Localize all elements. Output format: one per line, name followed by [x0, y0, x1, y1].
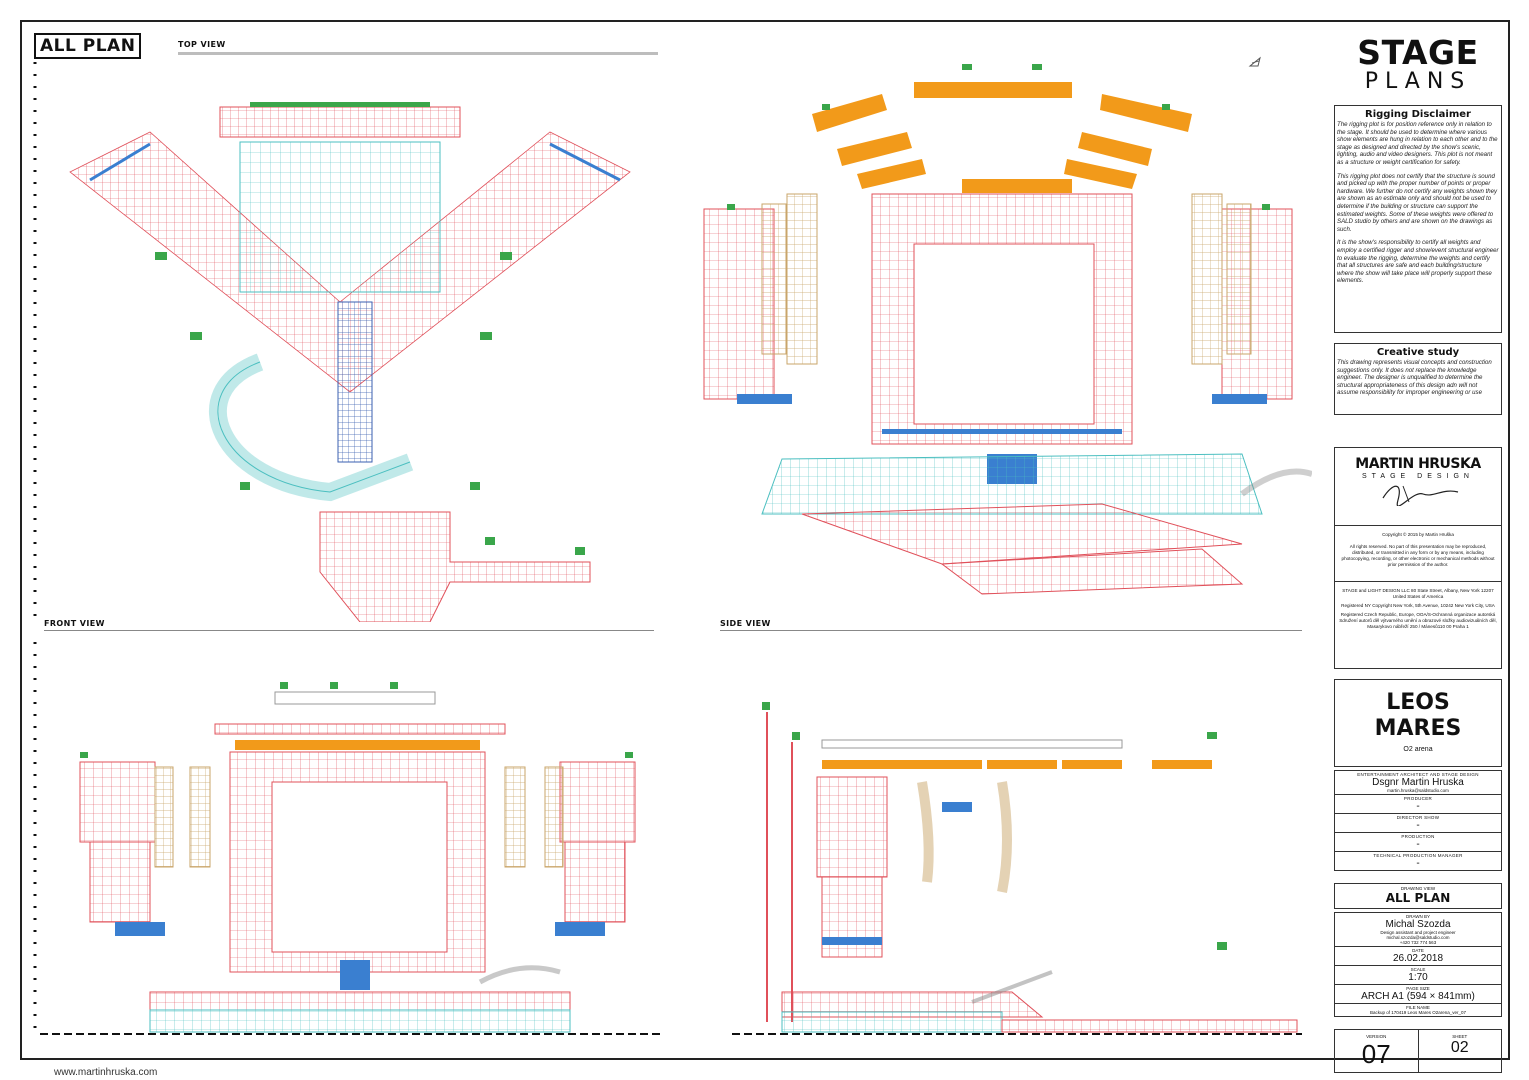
credit-value: - [1416, 858, 1420, 869]
copyright-line: Copyright © 2015 by Martin Hruška [1382, 532, 1454, 537]
drawn-by-key: DRAWN BY [1405, 914, 1431, 919]
creative-study-text: This drawing represents visual concepts … [1337, 359, 1492, 397]
creative-study: Creative study This drawing represents v… [1334, 343, 1502, 415]
drawn-by-role: Design assistant and project engineer [1380, 930, 1456, 935]
rigging-disclaimer-title: Rigging Disclaimer [1365, 109, 1471, 120]
rigging-disclaimer-paragraph-3: It is the show's responsibility to certi… [1337, 239, 1499, 285]
page-title: ALL PLAN [34, 33, 142, 59]
company-address: STAGE and LIGHT DESIGN LLC 80 State Stre… [1342, 588, 1494, 599]
top-view-label: TOP VIEW [178, 40, 226, 49]
project-venue: O2 arena [1403, 746, 1433, 753]
signature-icon [1382, 485, 1459, 507]
file-name-row: FILE NAME Backup of 170419 Leos Mares O2… [1335, 1004, 1501, 1016]
designer-logo-sub: STAGE DESIGN [1362, 473, 1474, 480]
drawing-view-value: ALL PLAN [1385, 891, 1451, 905]
scale-row: SCALE 1:70 [1335, 966, 1501, 985]
credit-key: PRODUCTION [1401, 834, 1435, 839]
sheet-key: SHEET [1452, 1034, 1468, 1039]
credit-key: TECHNICAL PRODUCTION MANAGER [1373, 853, 1463, 858]
brand-line-2: PLANS [1364, 69, 1472, 94]
credit-key: DIRECTOR SHOW [1396, 815, 1440, 820]
stage-plans-logo: STAGE PLANS [1334, 36, 1502, 93]
page-size-value: ARCH A1 (594 × 841mm) [1361, 991, 1475, 1002]
drawn-by-value: Michal Szozda [1385, 919, 1451, 930]
credit-row: TECHNICAL PRODUCTION MANAGER - [1334, 852, 1502, 871]
registration-info: STAGE and LIGHT DESIGN LLC 80 State Stre… [1335, 582, 1501, 639]
scale-key: SCALE [1410, 967, 1426, 972]
credit-value: - [1416, 839, 1420, 850]
drawing-view-box: DRAWING VIEW ALL PLAN [1334, 883, 1502, 909]
date-row: DATE 26.02.2018 [1335, 947, 1501, 966]
page-size-key: PAGE SIZE [1406, 986, 1430, 991]
north-arrow-icon [1248, 56, 1261, 67]
sheet-cell: SHEET 02 [1417, 1030, 1502, 1072]
project-name-line-1: LEOS [1386, 690, 1450, 715]
credit-value: - [1416, 801, 1420, 812]
file-name-value: Backup of 170419 Leos Mares O2arena_ver_… [1369, 1010, 1467, 1015]
version-sheet-box: VERSION 07 SHEET 02 [1334, 1029, 1502, 1073]
page-size-row: PAGE SIZE ARCH A1 (594 × 841mm) [1335, 985, 1501, 1004]
credit-row: DIRECTOR SHOW - [1334, 814, 1502, 833]
drawn-by-email: michal.szozda@saldstudio.com [1386, 935, 1450, 940]
designer-block: MARTIN HRUSKA STAGE DESIGN Copyright © 2… [1334, 447, 1502, 669]
credit-value: - [1416, 820, 1420, 831]
scale-value: 1:70 [1408, 972, 1428, 983]
project-title: LEOS MARES O2 arena [1334, 679, 1502, 767]
creative-study-title: Creative study [1376, 347, 1460, 358]
credit-row: ENTERTAINMENT ARCHITECT AND STAGE DESIGN… [1334, 770, 1502, 795]
registered-cz: Registered Czech Republic, Europe, OOA/S… [1339, 612, 1497, 629]
registered-ny: Registered NY Copyright New York, 5th Av… [1341, 603, 1495, 608]
designer-logo: MARTIN HRUSKA STAGE DESIGN [1335, 448, 1501, 526]
title-block: STAGE PLANS Rigging Disclaimer The riggi… [1334, 36, 1502, 1073]
top-view-drawing [33, 62, 631, 622]
drawing-sheet: ALL PLAN TOP VIEW FRONT VIEW SIDE VIEW [20, 20, 1510, 1073]
drawn-by-box: DRAWN BY Michal Szozda Design assistant … [1334, 912, 1502, 1017]
credit-email: martin.hruska@saldstudio.com [1387, 788, 1449, 793]
credit-key: ENTERTAINMENT ARCHITECT AND STAGE DESIGN [1357, 772, 1479, 777]
credit-value: Dsgnr Martin Hruska [1372, 777, 1464, 788]
rigging-disclaimer: Rigging Disclaimer The rigging plot is f… [1334, 105, 1502, 333]
date-value: 26.02.2018 [1392, 953, 1444, 964]
rigging-disclaimer-paragraph-1: The rigging plot is for position referen… [1337, 121, 1498, 166]
brand-line-1: STAGE [1357, 33, 1479, 72]
side-view-label: SIDE VIEW [720, 619, 771, 628]
copyright-notice: Copyright © 2015 by Martin Hruška All ri… [1335, 526, 1501, 582]
side-view-drawing [732, 702, 1302, 1035]
project-name-line-2: MARES [1374, 716, 1462, 741]
rigging-disclaimer-paragraph-2: This rigging plot does not certify that … [1337, 172, 1498, 233]
credit-row: PRODUCER - [1334, 795, 1502, 814]
side-view-rule [720, 630, 1302, 631]
credit-row: PRODUCTION - [1334, 833, 1502, 852]
credits-table: ENTERTAINMENT ARCHITECT AND STAGE DESIGN… [1334, 770, 1502, 871]
perspective-drawing [703, 64, 1312, 595]
date-key: DATE [1412, 948, 1424, 953]
sheet-value: 02 [1450, 1039, 1469, 1056]
drawing-view-key: DRAWING VIEW [1400, 886, 1436, 891]
version-value: 07 [1361, 1039, 1391, 1069]
front-view-label: FRONT VIEW [44, 619, 105, 628]
top-view-rule [178, 52, 658, 55]
footer-url: www.martinhruska.com [54, 1067, 158, 1078]
drawn-by-row: DRAWN BY Michal Szozda Design assistant … [1335, 913, 1501, 947]
rights-line: All rights reserved. No part of this pre… [1341, 544, 1495, 567]
drawing-area: ALL PLAN TOP VIEW FRONT VIEW SIDE VIEW [22, 22, 1324, 1058]
designer-logo-name: MARTIN HRUSKA [1355, 456, 1481, 472]
file-name-key: FILE NAME [1406, 1005, 1430, 1010]
drawn-by-phone: +420 732 774 563 [1399, 940, 1437, 945]
version-cell: VERSION 07 [1335, 1030, 1418, 1072]
credit-key: PRODUCER [1403, 796, 1433, 801]
front-view-drawing [33, 642, 660, 1035]
version-key: VERSION [1366, 1034, 1387, 1039]
front-view-rule [44, 630, 654, 631]
